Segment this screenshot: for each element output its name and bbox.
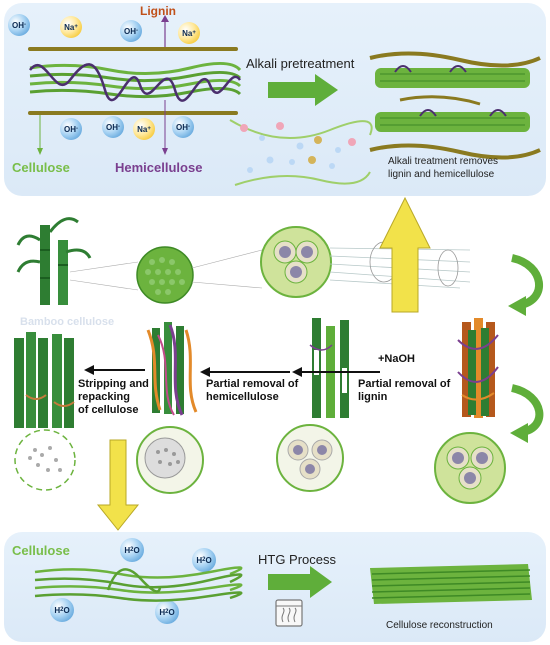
htg-process-label: HTG Process (258, 552, 337, 567)
faded-label: Bamboo cellulose (20, 316, 115, 328)
lignin-removal-line2: lignin (358, 391, 388, 403)
hydroxide-ion: OH- (172, 116, 194, 138)
sodium-ion: Na+ (133, 118, 155, 140)
stripping-line2: repacking (78, 391, 130, 403)
stripping-line1: Stripping and (78, 378, 149, 390)
hydroxide-ion: OH- (60, 118, 82, 140)
hemicellulose-label: Hemicellulose (115, 160, 203, 175)
hydroxide-ion: OH- (120, 20, 142, 42)
hydroxide-ion: OH- (8, 14, 30, 36)
hemicellulose-removal-line1: Partial removal of (206, 378, 299, 390)
hemicellulose-removal-line2: hemicellulose (206, 391, 279, 403)
stripping-line3: of cellulose (78, 404, 139, 416)
lignin-removal-line1: Partial removal of (358, 378, 451, 390)
hydroxide-ion: OH- (102, 116, 124, 138)
alkali-pretreatment-label: Alkali pretreatment (246, 56, 355, 71)
lignin-label: Lignin (140, 4, 176, 18)
cellulose-label: Cellulose (12, 160, 70, 175)
sodium-ion: Na+ (178, 22, 200, 44)
naoh-label: +NaOH (378, 353, 415, 365)
alkali-caption-line2: lignin and hemicellulose (388, 169, 495, 180)
cellulose-reconstruction-label: Cellulose reconstruction (386, 620, 493, 631)
alkali-caption-line1: Alkali treatment removes (388, 156, 499, 167)
sodium-ion: Na+ (60, 16, 82, 38)
bottom-cellulose-label: Cellulose (12, 543, 70, 558)
